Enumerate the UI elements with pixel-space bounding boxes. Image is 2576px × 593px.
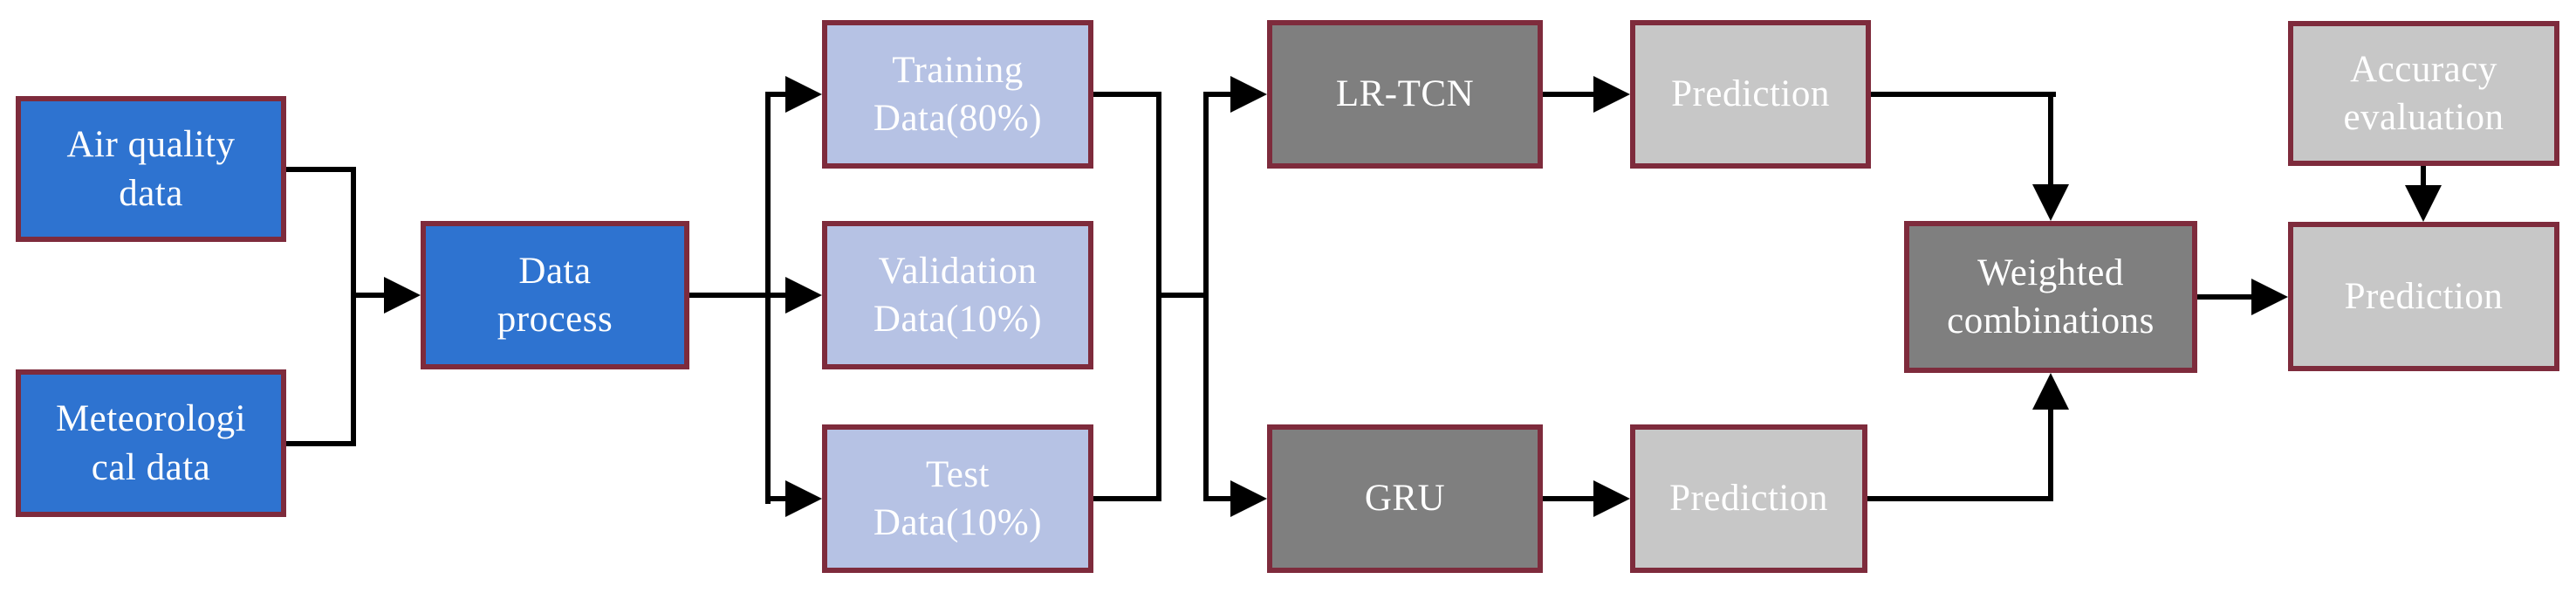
connector-into-gru: [1209, 496, 1233, 501]
connector-training-out: [1093, 92, 1161, 97]
arrowhead-into-prediction-top: [1593, 76, 1630, 113]
connector-into-test: [771, 496, 788, 501]
node-accuracy-evaluation-label: Accuracy evaluation: [2343, 48, 2504, 138]
node-training-data-label: Training Data(80%): [873, 49, 1043, 139]
node-gru-label: GRU: [1364, 478, 1446, 520]
node-weighted-combinations: Weighted combinations: [1904, 221, 2197, 373]
arrowhead-into-prediction-bottom: [1593, 480, 1630, 517]
node-validation-data-label: Validation Data(10%): [873, 250, 1043, 340]
arrowhead-into-weighted-bottom: [2032, 373, 2069, 410]
node-prediction-top: Prediction: [1630, 20, 1871, 169]
node-meteorological-data-label: Meteorologi cal data: [55, 398, 247, 488]
connector-predictionbottom-out: [1867, 496, 2053, 501]
node-test-data: Test Data(10%): [822, 424, 1093, 573]
connector-collect-vertical: [1156, 92, 1161, 501]
node-prediction-bottom-label: Prediction: [1669, 478, 1828, 520]
node-meteorological-data: Meteorologi cal data: [16, 369, 286, 517]
node-lr-tcn-label: LR-TCN: [1335, 73, 1475, 115]
node-lr-tcn: LR-TCN: [1267, 20, 1543, 169]
arrowhead-into-validation: [785, 277, 822, 314]
connector-bridge: [1161, 293, 1209, 298]
node-prediction-bottom: Prediction: [1630, 424, 1867, 573]
node-gru: GRU: [1267, 424, 1543, 573]
arrowhead-accuracy-into-prediction: [2405, 185, 2442, 222]
node-validation-data: Validation Data(10%): [822, 221, 1093, 369]
connector-predictiontop-out: [1871, 92, 2056, 97]
node-prediction-top-label: Prediction: [1671, 73, 1830, 115]
node-prediction-final-label: Prediction: [2344, 275, 2504, 317]
connector-predictionbottom-up: [2048, 408, 2053, 501]
connector-distribute-vertical: [1203, 92, 1209, 501]
connector-test-out: [1093, 496, 1161, 501]
connector-into-dataprocess: [351, 293, 386, 298]
node-data-process-label: Data process: [497, 250, 613, 340]
connector-lrtcn-to-prediction: [1543, 92, 1595, 97]
connector-into-training: [771, 92, 788, 97]
node-weighted-combinations-label: Weighted combinations: [1947, 252, 2155, 341]
connector-into-lrtcn: [1209, 92, 1233, 97]
node-air-quality-data-label: Air quality data: [66, 124, 236, 214]
node-prediction-final: Prediction: [2288, 222, 2559, 371]
arrowhead-into-test: [785, 480, 822, 517]
arrowhead-into-weighted-top: [2032, 184, 2069, 221]
connector-meteorological-out: [286, 441, 356, 446]
arrowhead-into-prediction-final: [2251, 279, 2288, 315]
node-air-quality-data: Air quality data: [16, 96, 286, 242]
arrowhead-into-dataprocess: [384, 277, 421, 314]
connector-split-vertical: [765, 92, 771, 504]
connector-weighted-out: [2197, 294, 2253, 300]
arrowhead-into-gru: [1230, 480, 1267, 517]
arrowhead-into-lrtcn: [1230, 76, 1267, 113]
node-data-process: Data process: [421, 221, 689, 369]
connector-dataprocess-out: [689, 293, 773, 298]
connector-accuracy-out: [2421, 166, 2426, 187]
connector-into-validation: [771, 293, 788, 298]
node-training-data: Training Data(80%): [822, 20, 1093, 169]
node-accuracy-evaluation: Accuracy evaluation: [2288, 21, 2559, 166]
arrowhead-into-training: [785, 76, 822, 113]
node-test-data-label: Test Data(10%): [873, 453, 1043, 543]
connector-merge-vertical: [351, 167, 356, 446]
connector-gru-to-prediction: [1543, 496, 1595, 501]
connector-predictiontop-down: [2048, 92, 2053, 186]
connector-airquality-out: [286, 167, 356, 172]
